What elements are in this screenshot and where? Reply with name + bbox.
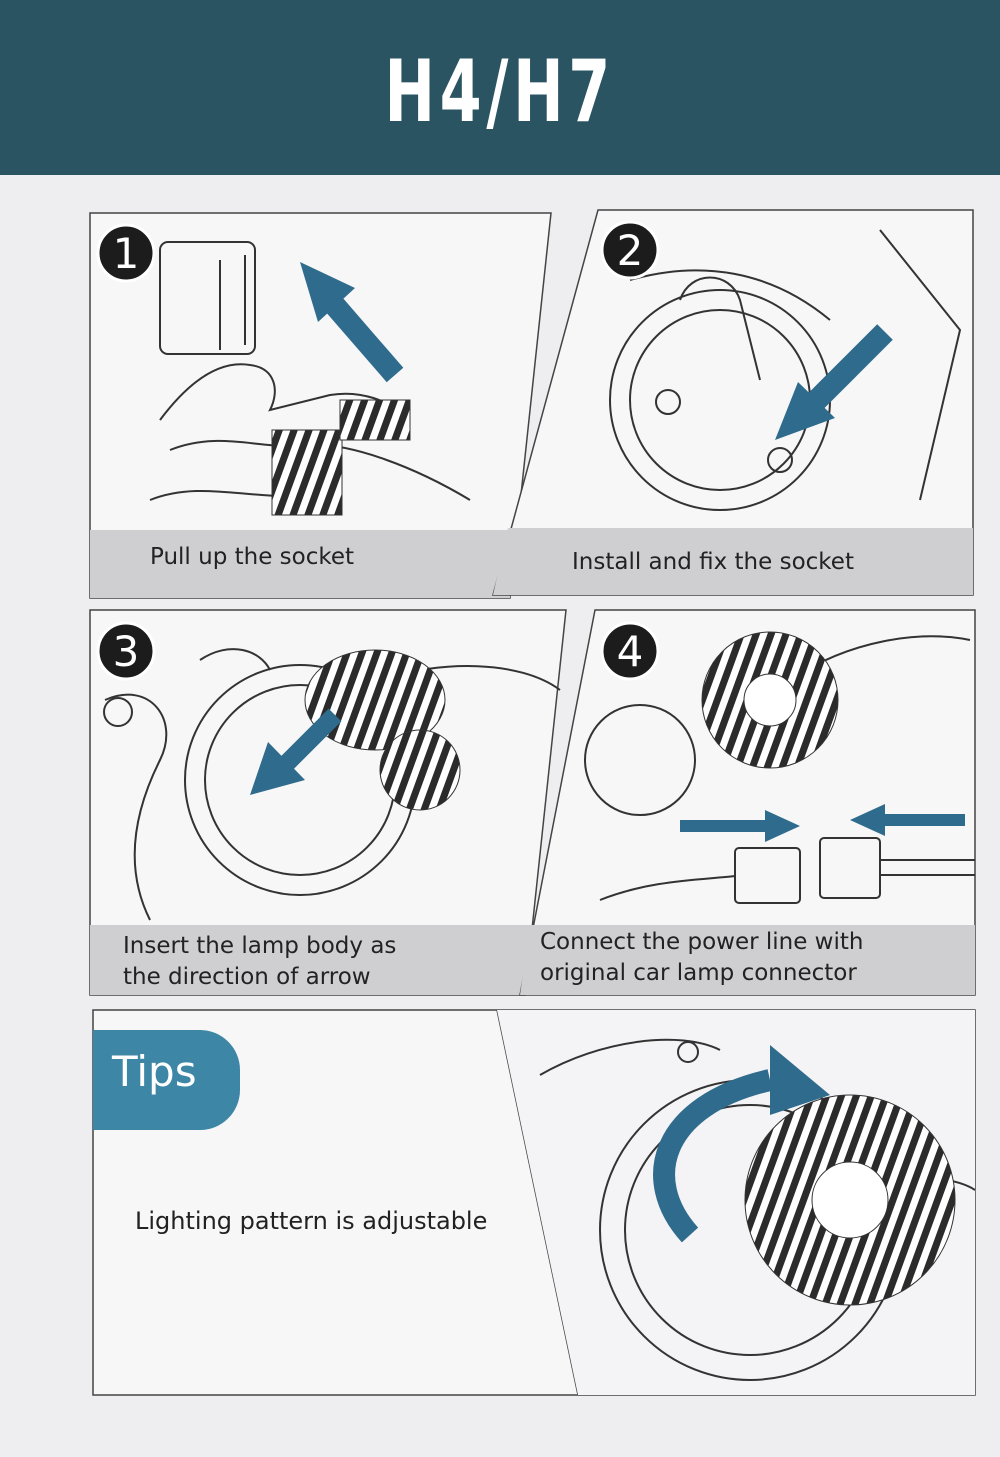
- step-4-caption-band: [520, 925, 975, 995]
- step-1-badge: [96, 223, 156, 283]
- step-3-caption-band: [90, 925, 533, 995]
- page-header: H4/H7: [0, 0, 1000, 175]
- step-4-number: 4: [617, 627, 644, 676]
- step-2-panel: [492, 209, 974, 596]
- step-3-panel: [89, 609, 567, 996]
- heatsink-fan: [339, 399, 411, 441]
- arrow-down-left-icon: [250, 708, 342, 795]
- step-3-badge: [96, 621, 156, 681]
- heatsink-hub: [811, 1161, 889, 1239]
- step-1-number: 1: [113, 229, 140, 278]
- step-3-caption-line2: the direction of arrow: [123, 964, 371, 990]
- step-4-caption-line1: Connect the power line with: [540, 929, 864, 955]
- step-1-caption-band: [90, 530, 517, 598]
- tips-panel: [92, 1009, 976, 1396]
- step-2-badge: [600, 220, 660, 280]
- step-2-caption-band: [493, 528, 973, 595]
- page-title: H4/H7: [384, 41, 616, 142]
- step-3-number: 3: [113, 627, 140, 676]
- heatsink: [304, 649, 446, 751]
- arrow-up-icon: [300, 262, 404, 383]
- heatsink-fan: [379, 729, 461, 811]
- heatsink: [271, 429, 343, 516]
- tips-badge-label: Tips: [112, 1047, 197, 1096]
- step-4-badge: [600, 621, 660, 681]
- arrow-right-icon: [680, 810, 800, 842]
- rotate-arrow-icon: [653, 1045, 830, 1243]
- step-4-panel: [519, 609, 976, 996]
- step-1-panel: [89, 212, 552, 599]
- arrow-left-icon: [850, 804, 965, 836]
- heatsink-hub: [743, 673, 797, 727]
- step-2-caption: Install and fix the socket: [572, 549, 854, 575]
- arrow-down-left-icon: [775, 324, 893, 440]
- tips-text: Lighting pattern is adjustable: [135, 1207, 488, 1235]
- tips-badge: [93, 1030, 240, 1130]
- step-3-caption-line1: Insert the lamp body as: [123, 933, 397, 959]
- step-1-caption: Pull up the socket: [150, 544, 355, 570]
- step-2-number: 2: [617, 226, 644, 275]
- step-4-caption-line2: original car lamp connector: [540, 960, 857, 986]
